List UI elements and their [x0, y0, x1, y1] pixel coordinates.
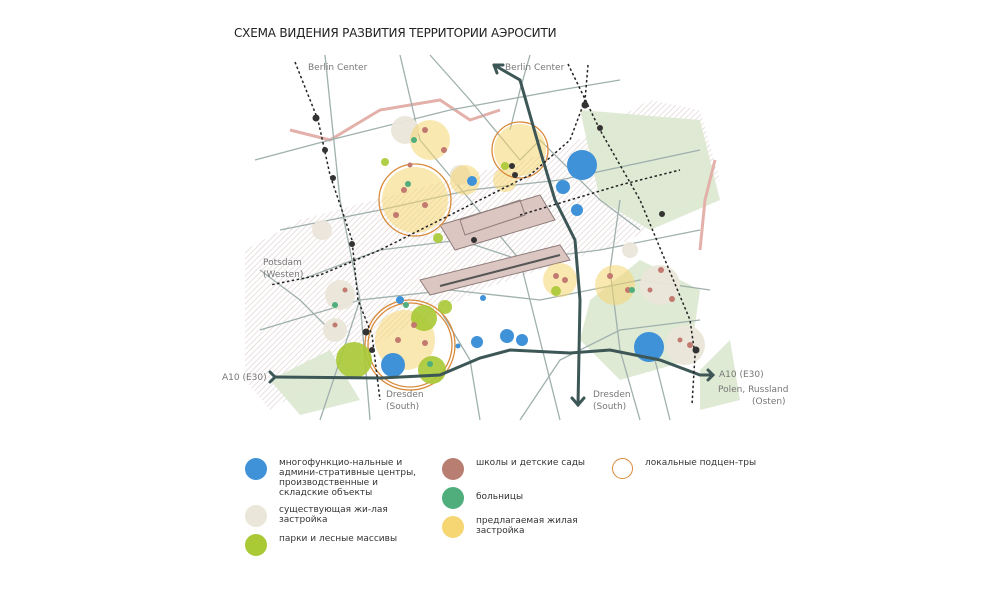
multifunctional-centers [381, 150, 664, 377]
label-a10-right: A10 (E30) [719, 370, 764, 380]
legend-label: многофункцио-нальные и админи-стративные… [279, 458, 417, 498]
label-dresden-left-south: (South) [386, 402, 419, 412]
legend-existing-housing: существующая жи-лая застройка [245, 505, 424, 527]
legend-subcenters: локальные подцен-тры [612, 458, 775, 479]
legend-swatch-blue [245, 458, 267, 480]
label-dresden-mid-south: (South) [593, 402, 626, 412]
label-dresden-mid: Dresden [593, 390, 631, 400]
legend-swatch-brown [442, 458, 464, 480]
label-berlin-center-left: Berlin Center [308, 63, 368, 73]
legend-label: предлагаемая жилая застройка [476, 516, 578, 536]
highways [268, 63, 716, 408]
legend-label: парки и лесные массивы [279, 534, 398, 544]
hospitals [332, 137, 635, 367]
legend-label: больницы [476, 492, 524, 502]
legend-swatch-green [245, 534, 267, 556]
airport-terminal [419, 194, 571, 296]
label-berlin-center-right: Berlin Center [505, 63, 565, 73]
legend-multifunctional: многофункцио-нальные и админи-стративные… [245, 458, 424, 498]
district-border [289, 98, 717, 251]
legend-proposed-housing: предлагаемая жилая застройка [442, 516, 606, 538]
legend-swatch-ring [612, 458, 633, 479]
legend-swatch-yellow [442, 516, 464, 538]
local-subcenters [364, 121, 549, 391]
legend-label: школы и детские сады [476, 458, 586, 468]
label-a10-left: A10 (E30) [222, 373, 267, 383]
label-polen: Polen, Russland [718, 385, 788, 395]
label-potsdam: Potsdam [263, 258, 302, 268]
parks [336, 158, 561, 384]
rail-stations [312, 101, 700, 354]
legend-hospitals: больницы [442, 487, 606, 509]
label-potsdam-westen: (Westen) [263, 270, 303, 280]
legend-column-1: многофункцио-нальные и админи-стративные… [245, 458, 424, 556]
page-title: СХЕМА ВИДЕНИЯ РАЗВИТИЯ ТЕРРИТОРИИ АЭРОСИ… [234, 26, 557, 40]
legend-column-3: локальные подцен-тры [612, 458, 775, 479]
legend-label: локальные подцен-тры [645, 458, 757, 468]
legend-parks: парки и лесные массивы [245, 534, 424, 556]
legend-column-2: школы и детские сады больницы предлагаем… [442, 458, 606, 538]
legend-schools: школы и детские сады [442, 458, 606, 480]
legend-swatch-beige [245, 505, 267, 527]
label-polen-osten: (Osten) [752, 397, 786, 407]
label-dresden-left: Dresden [386, 390, 424, 400]
legend-swatch-teal [442, 487, 464, 509]
legend-label: существующая жи-лая застройка [279, 505, 388, 525]
schools [332, 127, 693, 348]
